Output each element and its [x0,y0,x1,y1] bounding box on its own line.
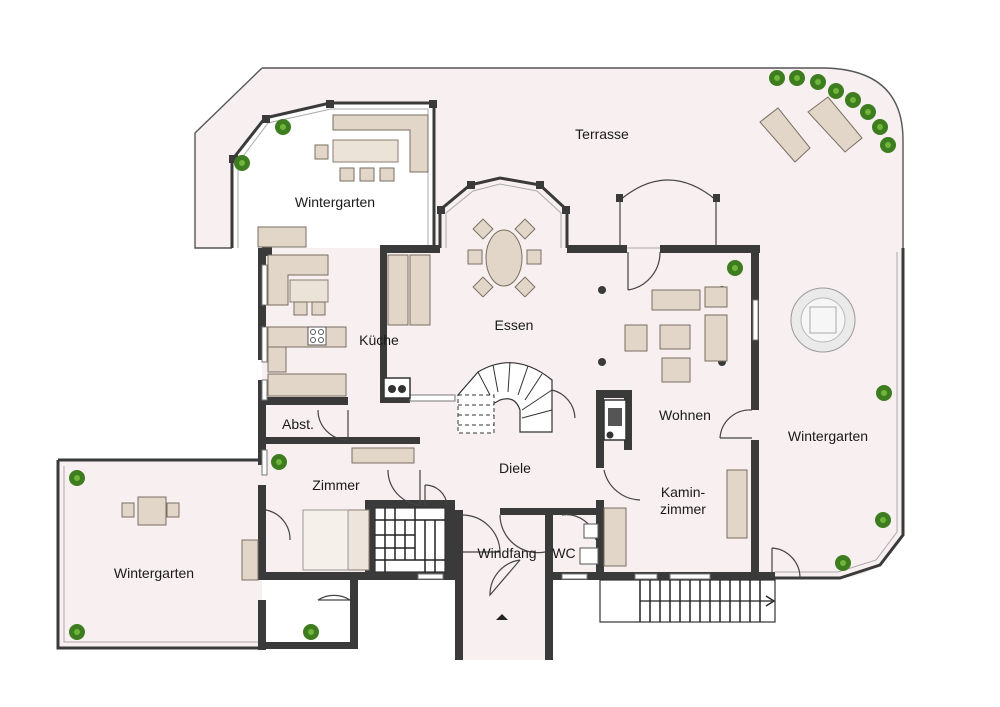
bay-window [437,176,570,248]
label-kaminzimmer-1: Kamin- [661,484,706,500]
plant-icon [875,512,891,528]
plant-icon [271,454,287,470]
label-wintergarten-top: Wintergarten [295,194,375,210]
label-zimmer: Zimmer [312,477,360,493]
plant-icon [727,260,743,276]
plant-icon [810,74,826,90]
plant-icon [69,470,85,486]
label-wintergarten-left: Wintergarten [114,565,194,581]
wintergarten-left-floor [58,460,262,648]
plant-icon [835,555,851,571]
label-windfang: Windfang [477,545,536,561]
label-kueche: Küche [359,332,399,348]
plant-icon [880,137,896,153]
plant-icon [234,155,250,171]
room-labels: Terrasse Wintergarten Küche Essen Wohnen… [114,126,868,581]
furniture [121,96,863,581]
plant-icon [275,119,291,135]
doors [265,251,801,601]
plant-icon [769,70,785,86]
plant-icon [789,70,805,86]
label-essen: Essen [495,317,534,333]
wintergarten-right-floor [755,248,903,578]
wintergarten-top-structure [229,100,437,248]
plant-icon [69,624,85,640]
label-terrasse: Terrasse [575,126,629,142]
plants [69,70,896,640]
plant-icon [876,385,892,401]
plant-icon [860,104,876,120]
plant-icon [828,83,844,99]
label-kaminzimmer-2: zimmer [660,501,706,517]
label-wohnen: Wohnen [659,407,711,423]
label-wintergarten-right: Wintergarten [788,428,868,444]
stairs [374,361,776,623]
plant-icon [845,92,861,108]
label-diele: Diele [499,460,531,476]
label-abst: Abst. [282,416,314,432]
plant-icon [872,119,888,135]
terrace-outline [194,67,904,249]
windows [261,264,759,580]
plant-icon [303,624,319,640]
bay-floor [440,185,567,248]
label-wc: WC [552,545,575,561]
